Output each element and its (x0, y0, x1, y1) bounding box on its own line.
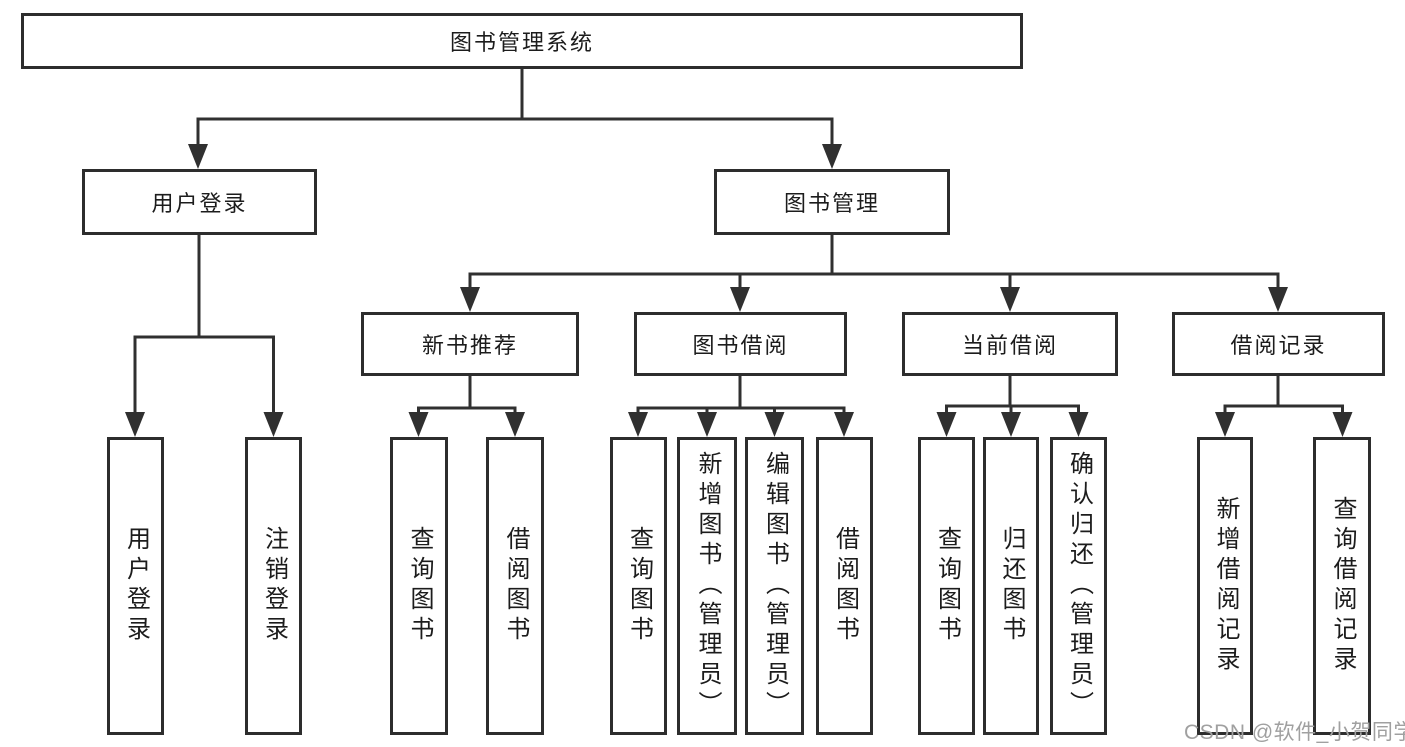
leaf-user-login: 用户登录 (107, 437, 164, 735)
leaf-borrow-books-borrowing: 借阅图书 (816, 437, 873, 735)
node-book-management: 图书管理 (714, 169, 950, 235)
leaf-add-borrow-record: 新增借阅记录 (1197, 437, 1253, 735)
leaf-confirm-return-admin: 确认归还（管理员） (1050, 437, 1107, 735)
leaf-borrow-books-recommend: 借阅图书 (486, 437, 544, 735)
node-borrow-records: 借阅记录 (1172, 312, 1385, 376)
node-user-login: 用户登录 (82, 169, 317, 235)
leaf-logout: 注销登录 (245, 437, 302, 735)
node-new-book-recommend: 新书推荐 (361, 312, 579, 376)
leaf-query-books-current: 查询图书 (918, 437, 975, 735)
node-user-login-label: 用户登录 (151, 191, 248, 216)
node-book-management-label: 图书管理 (783, 191, 880, 216)
node-root-system: 图书管理系统 (21, 13, 1023, 69)
node-book-borrowing: 图书借阅 (634, 312, 847, 376)
node-current-borrowing-label: 当前借阅 (961, 333, 1058, 358)
leaf-return-books: 归还图书 (983, 437, 1039, 735)
csdn-watermark: CSDN @软件_小贺同学 (1184, 721, 1405, 744)
node-borrow-records-label: 借阅记录 (1230, 333, 1327, 358)
node-book-borrowing-label: 图书借阅 (692, 333, 789, 358)
leaf-query-books-recommend: 查询图书 (390, 437, 448, 735)
leaf-query-borrow-record: 查询借阅记录 (1313, 437, 1371, 735)
node-current-borrowing: 当前借阅 (902, 312, 1118, 376)
node-root-label: 图书管理系统 (449, 30, 594, 55)
leaf-query-books-borrowing: 查询图书 (610, 437, 667, 735)
leaf-edit-books-admin: 编辑图书（管理员） (745, 437, 804, 735)
node-new-book-recommend-label: 新书推荐 (421, 333, 518, 358)
leaf-add-books-admin: 新增图书（管理员） (677, 437, 737, 735)
